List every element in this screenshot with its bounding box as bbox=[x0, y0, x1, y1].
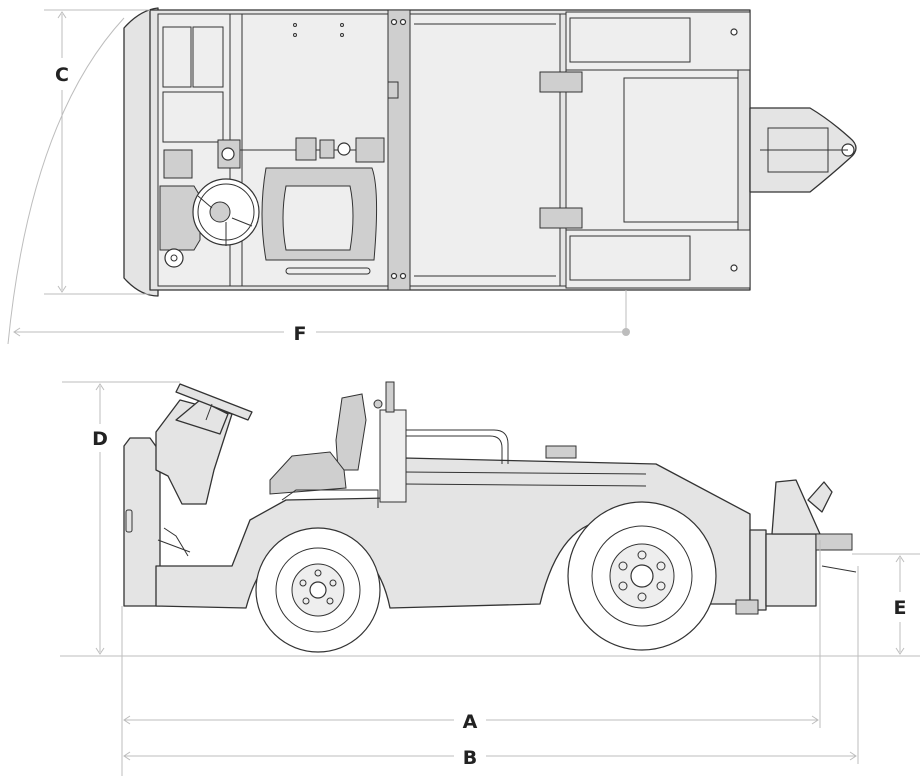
dimension-label-a: A bbox=[463, 711, 478, 733]
f-dimension-endpoint bbox=[622, 328, 630, 336]
dimension-label-b: B bbox=[463, 747, 477, 769]
side-view bbox=[123, 381, 857, 653]
dimension-lines bbox=[7, 9, 920, 776]
top-view bbox=[123, 7, 857, 297]
dimension-label-d: D bbox=[92, 428, 108, 450]
dimension-label-f: F bbox=[294, 323, 307, 345]
dimension-label-c: C bbox=[55, 64, 69, 86]
dimension-label-e: E bbox=[894, 597, 907, 619]
